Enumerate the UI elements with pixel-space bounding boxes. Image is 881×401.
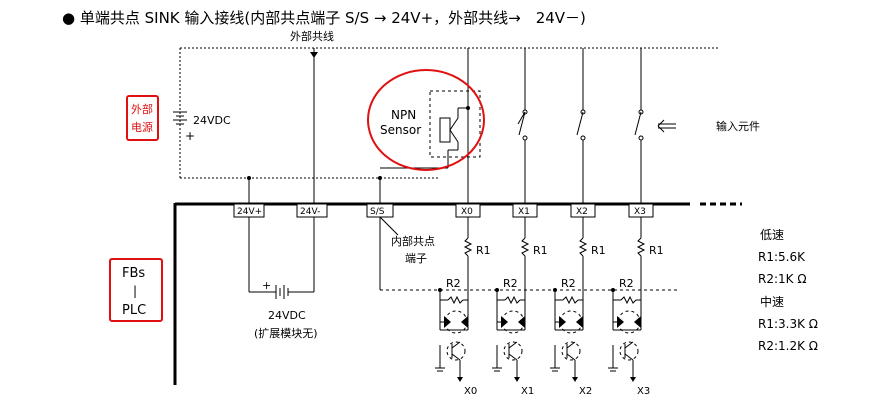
plc-label-1: FBs [122,266,145,281]
svg-text:S/S: S/S [370,207,385,217]
battery-icon [173,111,187,125]
svg-text:X1: X1 [518,207,530,217]
phototransistor-icon-x3 [619,341,639,361]
led-right-icon-x2 [576,316,583,328]
ss-arrow-line [379,216,399,236]
led-left-icon-x3 [617,316,624,328]
svg-text:X2: X2 [576,207,588,217]
input-label-x2: X2 [579,386,592,397]
r2-label-x1: R2 [503,277,518,290]
pt-collector-x0 [451,341,461,349]
npn-label-2: Sensor [380,123,421,137]
phototransistor-icon-x0 [446,341,466,361]
internal-common-label-1: 内部共点 [391,234,435,248]
terminal-24v-minus: 24V- [296,203,328,218]
arrow-down-icon [310,52,318,58]
phototransistor-icon-x2 [561,341,581,361]
svg-text:24V-: 24V- [300,207,320,217]
supply-plus-label: + [185,129,195,143]
led-right-icon-x3 [634,316,641,328]
terminal-x2: X2 [570,203,596,218]
r1-resistor-x1 [520,237,530,257]
terminal-x3: X3 [628,203,654,218]
r2-resistor-x2 [562,295,579,305]
arrow-down-icon-x1 [514,377,520,382]
pt-emitter-x1 [508,353,518,361]
r1-label-x0: R1 [476,244,491,257]
switch-x1-icon [517,109,531,141]
external-power-highlight [126,95,159,141]
input-label-x3: X3 [637,386,650,397]
input-element-label: 输入元件 [716,119,760,133]
aux-plus-label: + [262,279,271,292]
spec-mid-r2: R2:1.2K Ω [758,339,818,353]
aux-note-label: (扩展模块无) [254,326,318,340]
diagram-title: ● 单端共点 SINK 输入接线(内部共点端子 S/S → 24V+，外部共线→… [62,9,586,27]
junction-ss [378,176,382,180]
led-left-icon-x2 [559,316,566,328]
led-right-icon-x1 [518,316,525,328]
switch-x2-icon [576,109,589,141]
external-common-label: 外部共线 [290,29,334,43]
r2-resistor-x3 [620,295,637,305]
arrow-down-icon-x3 [630,377,636,382]
input-label-x1: X1 [521,386,534,397]
led-left-icon-x0 [444,316,451,328]
internal-common-label-2: 端子 [405,252,427,265]
terminal-24v-plus: 24V+ [233,203,265,218]
aux-voltage-label: 24VDC [268,309,306,322]
led-left-icon-x1 [501,316,508,328]
r1-label-x1: R1 [533,244,548,257]
plc-label-3: PLC [122,303,146,318]
r1-resistor-x3 [636,237,646,257]
arrow-down-icon-x0 [457,377,463,382]
spec-mid-speed: 中速 [760,294,784,309]
plc-highlight [109,258,163,322]
pt-collector-x3 [624,341,634,349]
plc-label-2: | [133,284,137,298]
junction-24v-plus [247,176,251,180]
r2-label-x2: R2 [561,277,576,290]
arrow-down-icon-x2 [572,377,578,382]
switch-x3-icon [634,109,647,141]
pt-collector-x1 [508,341,518,349]
spec-low-r1: R1:5.6K [758,250,806,264]
r1-label-x3: R1 [649,244,664,257]
r2-resistor-x0 [447,295,464,305]
r2-label-x0: R2 [446,277,461,290]
npn-sensor-highlight [367,69,485,171]
npn-sensor-box [429,90,481,158]
external-power-label-2: 电源 [131,120,153,134]
terminal-x1: X1 [512,203,538,218]
svg-text:X0: X0 [461,207,473,217]
supply-voltage-label: 24VDC [193,114,231,127]
pt-emitter-x0 [451,353,461,361]
external-power-label-1: 外部 [131,102,153,116]
spec-mid-r1: R1:3.3K Ω [758,317,818,331]
svg-text:24V+: 24V+ [237,207,262,217]
terminal-ss: S/S [366,203,394,218]
led-right-icon-x0 [461,316,468,328]
spec-low-speed: 低速 [760,228,784,242]
terminal-x0: X0 [455,203,481,218]
double-arrow-left-icon [657,119,676,133]
input-label-x0: X0 [464,386,477,397]
pt-collector-x2 [566,341,576,349]
pt-emitter-x3 [624,353,634,361]
r1-resistor-x0 [463,237,473,257]
npn-transistor-icon [380,106,470,169]
svg-text:X3: X3 [634,207,646,217]
npn-label-1: NPN [391,108,416,122]
r1-resistor-x2 [578,237,588,257]
r1-label-x2: R1 [591,244,606,257]
r2-resistor-x1 [504,295,521,305]
spec-low-r2: R2:1K Ω [758,272,807,286]
aux-battery-icon [275,285,289,299]
pt-emitter-x2 [566,353,576,361]
r2-label-x3: R2 [619,277,634,290]
phototransistor-icon-x1 [503,341,523,361]
